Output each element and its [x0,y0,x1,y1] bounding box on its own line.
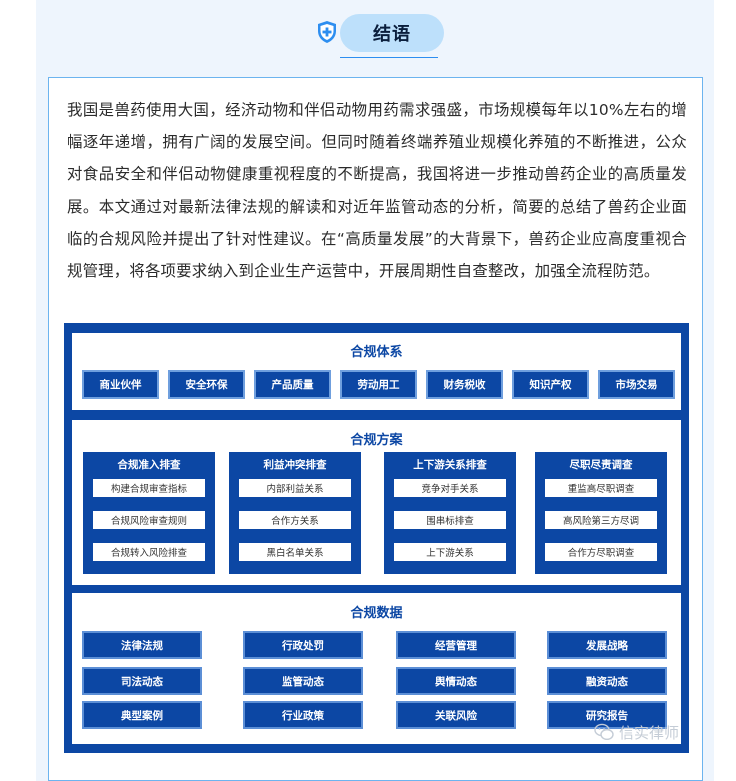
compliance-plan-section: 合规方案 合规准入排查构建合规审查指标合规风险审查规则合规转入风险排查利益冲突排… [72,420,681,585]
plan-column: 尽职尽责调查重监高尽职调查高风险第三方尽调合作方尽职调查 [535,452,667,574]
plan-item: 构建合规审查指标 [93,479,205,497]
section-title: 结语 [340,14,444,52]
plan-column-title: 尽职尽责调查 [569,459,633,471]
content-card: 我国是兽药使用大国，经济动物和伴侣动物用药需求强盛，市场规模每年以10%左右的增… [48,77,703,781]
watermark-text: 信实律师 [619,723,680,742]
plan-item: 合作方尽职调查 [545,543,657,561]
system-item: 知识产权 [512,370,589,399]
data-item: 法律法规 [82,631,202,659]
plan-item: 合作方关系 [239,511,351,529]
data-item: 行政处罚 [243,631,363,659]
data-item: 司法动态 [82,667,202,695]
system-item: 财务税收 [426,370,503,399]
data-item: 关联风险 [396,701,516,729]
compliance-system-section: 合规体系 商业伙伴安全环保产品质量劳动用工财务税收知识产权市场交易 [72,333,681,410]
plan-column-title: 上下游关系排查 [413,459,487,471]
system-item: 安全环保 [168,370,245,399]
plan-column: 上下游关系排查竞争对手关系围串标排查上下游关系 [384,452,516,574]
plan-item: 内部利益关系 [239,479,351,497]
system-item: 劳动用工 [340,370,417,399]
plan-item: 竞争对手关系 [394,479,506,497]
data-item: 行业政策 [243,701,363,729]
wechat-icon [594,723,614,741]
shield-plus-icon [318,21,336,43]
data-item: 典型案例 [82,701,202,729]
plan-item: 围串标排查 [394,511,506,529]
plan-column-title: 合规准入排查 [117,459,181,471]
compliance-plan-title: 合规方案 [350,433,403,448]
data-item: 融资动态 [547,667,667,695]
compliance-system-title: 合规体系 [350,345,403,360]
plan-item: 高风险第三方尽调 [545,511,657,529]
title-underline [340,57,438,58]
plan-item: 合规转入风险排查 [93,543,205,561]
plan-item: 黑白名单关系 [239,543,351,561]
system-item: 商业伙伴 [82,370,159,399]
data-item: 舆情动态 [396,667,516,695]
plan-column: 利益冲突排查内部利益关系合作方关系黑白名单关系 [229,452,361,574]
compliance-data-section: 合规数据 法律法规司法动态典型案例 行政处罚监管动态行业政策 经营管理舆情动态关联风… [72,593,681,744]
plan-item: 上下游关系 [394,543,506,561]
plan-item: 重监高尽职调查 [545,479,657,497]
watermark: 信实律师 [594,721,679,743]
data-item: 经营管理 [396,631,516,659]
section-header: 结语 [312,12,452,58]
data-item: 监管动态 [243,667,363,695]
system-item: 产品质量 [254,370,331,399]
compliance-diagram: 合规体系 商业伙伴安全环保产品质量劳动用工财务税收知识产权市场交易 合规方案 合… [64,323,689,753]
data-item: 发展战略 [547,631,667,659]
conclusion-paragraph: 我国是兽药使用大国，经济动物和伴侣动物用药需求强盛，市场规模每年以10%左右的增… [67,101,687,281]
system-item: 市场交易 [598,370,675,399]
plan-column-title: 利益冲突排查 [263,459,327,471]
plan-item: 合规风险审查规则 [93,511,205,529]
compliance-data-title: 合规数据 [350,606,403,621]
plan-column: 合规准入排查构建合规审查指标合规风险审查规则合规转入风险排查 [83,452,215,574]
data-item: 研究报告 [547,701,667,729]
